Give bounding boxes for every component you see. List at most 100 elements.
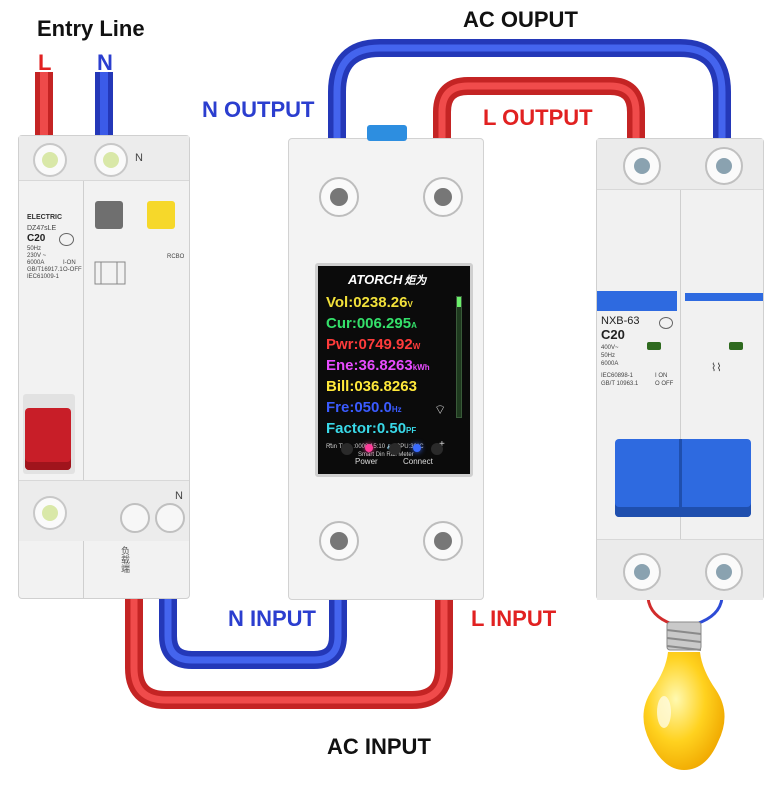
mcb-blue-stripe	[597, 291, 677, 311]
meter-reading-line: Pwr:0749.92W	[326, 336, 420, 353]
meter-reading-value: 006.295	[356, 315, 412, 332]
plus-button[interactable]	[431, 443, 443, 455]
connect-indicator	[413, 444, 421, 452]
rcbo-terminal-l-bottom	[33, 496, 67, 530]
meter-runtime: Run Time :0000:15:10	[326, 444, 386, 450]
meter-reading-unit: W	[412, 342, 421, 351]
rcbo-spec-5: IEC61009-1	[27, 274, 60, 280]
meter-reading-value: 0.50	[376, 420, 407, 437]
mcb-on-mark: I ON	[655, 373, 668, 379]
meter-reading-label: Fre:	[326, 399, 355, 416]
rcbo-brand: ELECTRIC	[27, 214, 62, 221]
power-indicator	[365, 444, 373, 452]
certification-mark-icon	[59, 233, 74, 246]
meter-reading-unit: PF	[406, 426, 417, 435]
mcb-off-mark: O OFF	[655, 381, 674, 387]
ac-input-label: AC INPUT	[327, 734, 431, 759]
meter-reading-line: Fre:050.0Hz	[326, 399, 402, 416]
mcb-spec-5: GB/T 10963.1	[601, 381, 639, 387]
rcbo-off-mark: O-OFF	[63, 267, 82, 273]
meter-cpu: CPU:30°C	[395, 444, 424, 450]
meter-reading-unit: V	[407, 300, 413, 309]
rcbo-spec-2: 230V ~	[27, 253, 47, 259]
rcbo-toggle-handle[interactable]	[25, 408, 71, 470]
l-output-label: L OUTPUT	[483, 105, 593, 130]
meter-reading-unit: kWh	[412, 363, 430, 372]
rcbo-model: DZ47sLE	[27, 225, 57, 232]
meter-reading-unit: A	[411, 321, 417, 330]
bulb-live-lead	[646, 597, 673, 626]
meter-brand-cn: 炬为	[404, 275, 427, 287]
meter-subtitle: Smart Din Rail Meter	[358, 452, 414, 458]
rcbo-rating: C20	[27, 233, 46, 244]
meter-reading-value: 0238.26	[353, 294, 408, 311]
coil-symbol-icon: ⌇⌇	[711, 362, 722, 374]
rcbo-output-terminal-n	[155, 503, 185, 533]
mcb-terminal-l-bottom	[623, 553, 661, 591]
power-label: Power	[355, 457, 378, 466]
bulb-neutral-lead	[695, 597, 724, 626]
minus-button[interactable]	[341, 443, 353, 455]
meter-brand: ATORCH	[348, 272, 403, 287]
meter-reading-label: Ene:	[326, 357, 359, 374]
meter-reading-unit: Hz	[391, 405, 402, 414]
rcbo-load-side-label: 负载端	[120, 546, 130, 573]
meter-screw-n-bottom	[319, 521, 359, 561]
mcb-spec-2: 50Hz	[601, 353, 616, 359]
mcb-spec-3: 6000A	[601, 361, 619, 367]
rcbo-spec-3: 6000A	[27, 260, 45, 266]
rcbo-terminal-n-top	[94, 143, 128, 177]
meter-reading-line: Factor:0.50PF	[326, 420, 416, 437]
mcb-terminal-n-top	[705, 147, 743, 185]
entry-line-label: Entry Line	[37, 16, 145, 41]
connect-label: Connect	[403, 457, 433, 466]
minus-label: -	[329, 439, 333, 450]
ac-output-label: AC OUPUT	[463, 7, 578, 32]
plus-label: +	[439, 439, 445, 450]
rcbo-tag: RCBO	[167, 254, 185, 260]
rcbo-test-button[interactable]	[147, 201, 175, 229]
meter-reading-value: 050.0	[354, 399, 392, 416]
meter-reading-line: Bill:036.8263	[326, 378, 417, 395]
rcbo-terminal-l-top	[33, 143, 67, 177]
circuit-symbol-icon	[94, 261, 126, 285]
menu-button[interactable]	[389, 443, 401, 455]
meter-screw-n-top	[319, 177, 359, 217]
mcb-spec-1: 400V~	[601, 345, 619, 351]
rcbo-n-mark-top: N	[135, 152, 143, 164]
meter-reading-line: Cur:006.295A	[326, 315, 417, 332]
meter-reading-label: Cur:	[326, 315, 357, 332]
n-output-label: N OUTPUT	[202, 97, 315, 122]
meter-reading-line: Vol:0238.26V	[326, 294, 413, 311]
l-input-label: L INPUT	[471, 606, 557, 631]
mcb-breaker: NXB-63 C20 400V~ 50Hz 6000A IEC60898-1 G…	[596, 138, 764, 600]
meter-reading-value: 036.8263	[354, 378, 417, 395]
meter-reading-line: Ene:36.8263kWh	[326, 357, 430, 374]
mcb-toggle-handle[interactable]	[615, 439, 751, 517]
mcb-indicator-l	[647, 342, 661, 350]
neutral-n-label: N	[97, 50, 113, 75]
meter-level-bar	[456, 296, 462, 418]
mcb-rating: C20	[601, 327, 625, 342]
rcbo-reset-button[interactable]	[95, 201, 123, 229]
meter-screw-l-bottom	[423, 521, 463, 561]
meter-reading-label: Pwr:	[326, 336, 359, 353]
mcb-terminal-l-top	[623, 147, 661, 185]
rcbo-output-terminal-l	[120, 503, 150, 533]
light-bulb-icon	[643, 621, 725, 770]
rcbo-spec-1: 50Hz	[27, 246, 42, 252]
wifi-icon: ⌔	[434, 402, 447, 417]
meter-reading-label: Bill:	[326, 378, 355, 395]
meter-reading-label: Vol:	[326, 294, 354, 311]
n-input-label: N INPUT	[228, 606, 316, 631]
live-l-label: L	[38, 50, 52, 75]
meter-reading-value: 0749.92	[358, 336, 413, 353]
rcbo-on-mark: I-ON	[63, 260, 76, 266]
mcb-spec-4: IEC60898-1	[601, 373, 634, 379]
meter-reading-value: 36.8263	[358, 357, 413, 374]
meter-screw-l-top	[423, 177, 463, 217]
mcb-terminal-n-bottom	[705, 553, 743, 591]
